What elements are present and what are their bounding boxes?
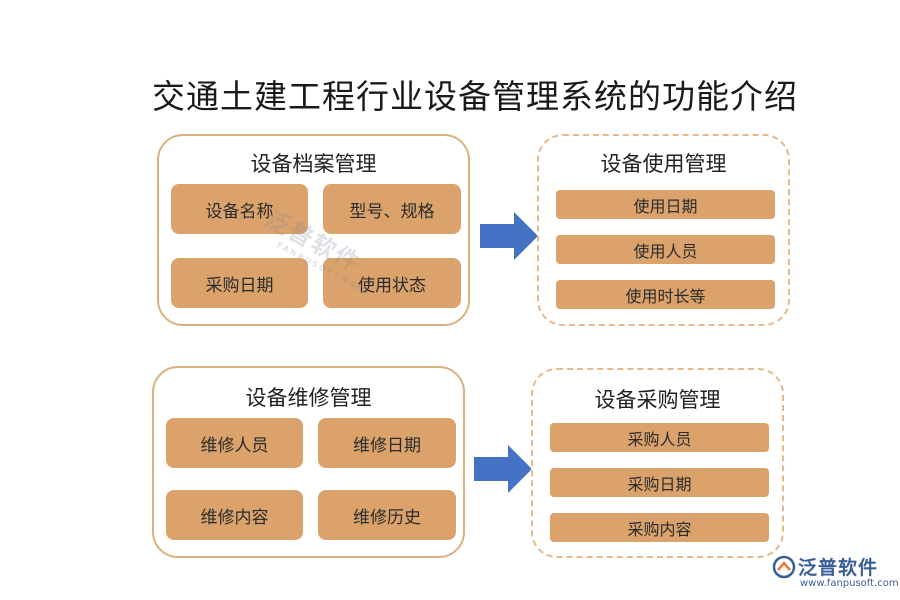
procurement-item-content: 采购内容 (550, 513, 769, 542)
arrow-right-icon (474, 445, 532, 493)
procurement-panel: 设备采购管理 采购人员 采购日期 采购内容 (531, 368, 784, 558)
procurement-panel-title: 设备采购管理 (594, 388, 721, 412)
maintenance-panel-title: 设备维修管理 (245, 386, 372, 410)
maintenance-item-date: 维修日期 (318, 418, 456, 468)
brand-name: 泛普软件 (798, 557, 879, 579)
usage-panel: 设备使用管理 使用日期 使用人员 使用时长等 (537, 134, 790, 326)
usage-item-date: 使用日期 (556, 190, 775, 219)
maintenance-panel: 设备维修管理 维修人员 维修日期 维修内容 维修历史 (152, 366, 465, 558)
archive-item-name: 设备名称 (171, 184, 308, 234)
brand-url: www.fanpusoft.com (800, 578, 899, 589)
usage-panel-title: 设备使用管理 (600, 152, 727, 176)
archive-item-status: 使用状态 (323, 258, 461, 308)
usage-item-user: 使用人员 (556, 235, 775, 264)
maintenance-item-content: 维修内容 (166, 490, 303, 540)
archive-panel-title: 设备档案管理 (250, 152, 377, 176)
procurement-item-date: 采购日期 (550, 468, 769, 497)
arrow-right-icon (480, 212, 538, 260)
maintenance-item-history: 维修历史 (318, 490, 456, 540)
usage-item-duration: 使用时长等 (556, 280, 775, 309)
archive-item-purchase-date: 采购日期 (171, 258, 308, 308)
archive-item-model: 型号、规格 (323, 184, 461, 234)
page-title: 交通土建工程行业设备管理系统的功能介绍 (152, 77, 798, 116)
archive-panel: 设备档案管理 设备名称 型号、规格 采购日期 使用状态 (157, 134, 470, 326)
procurement-item-staff: 采购人员 (550, 423, 769, 452)
brand-logo: 泛普软件 www.fanpusoft.com (772, 553, 899, 593)
maintenance-item-staff: 维修人员 (166, 418, 303, 468)
brand-logo-icon (772, 555, 796, 579)
